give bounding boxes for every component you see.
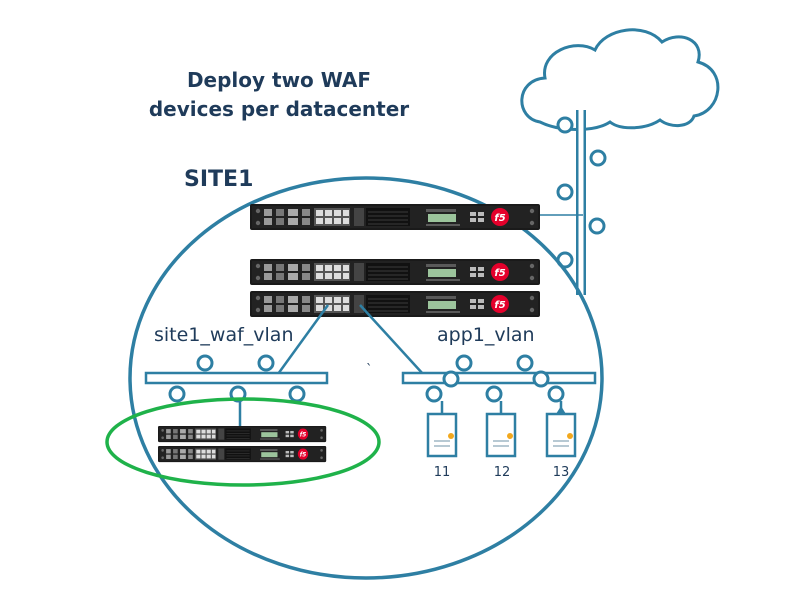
load-balancer-appliance-2: [249, 290, 541, 318]
site1-boundary: [128, 176, 604, 580]
cloud-icon: [520, 28, 720, 131]
left-vlan-port-icons: [168, 354, 306, 403]
server-label: 12: [494, 465, 511, 480]
server-icon: [485, 412, 517, 458]
waf-device-1: [157, 425, 327, 443]
right-vlan-port-icons: [425, 354, 565, 403]
app1-vlan-bar: [401, 371, 597, 385]
stray-mark: `: [366, 363, 373, 378]
diagram-title-line2: devices per datacenter: [149, 97, 409, 121]
vlan-label-left: site1_waf_vlan: [154, 324, 294, 346]
waf-device-2: [157, 445, 327, 463]
waf-group-outline: [105, 397, 381, 487]
site1-waf-vlan-bar: [144, 371, 329, 385]
server-label: 13: [553, 465, 570, 480]
vlan-label-right: app1_vlan: [437, 324, 535, 346]
server-label: 11: [434, 465, 451, 480]
uplink-port-icons: [556, 116, 607, 269]
server-icon: [545, 406, 577, 458]
server-icon: [426, 412, 458, 458]
diagram-title-line1: Deploy two WAF: [187, 68, 371, 92]
site-label: SITE1: [184, 167, 253, 192]
router-appliance: [249, 203, 541, 231]
load-balancer-appliance-1: [249, 258, 541, 286]
